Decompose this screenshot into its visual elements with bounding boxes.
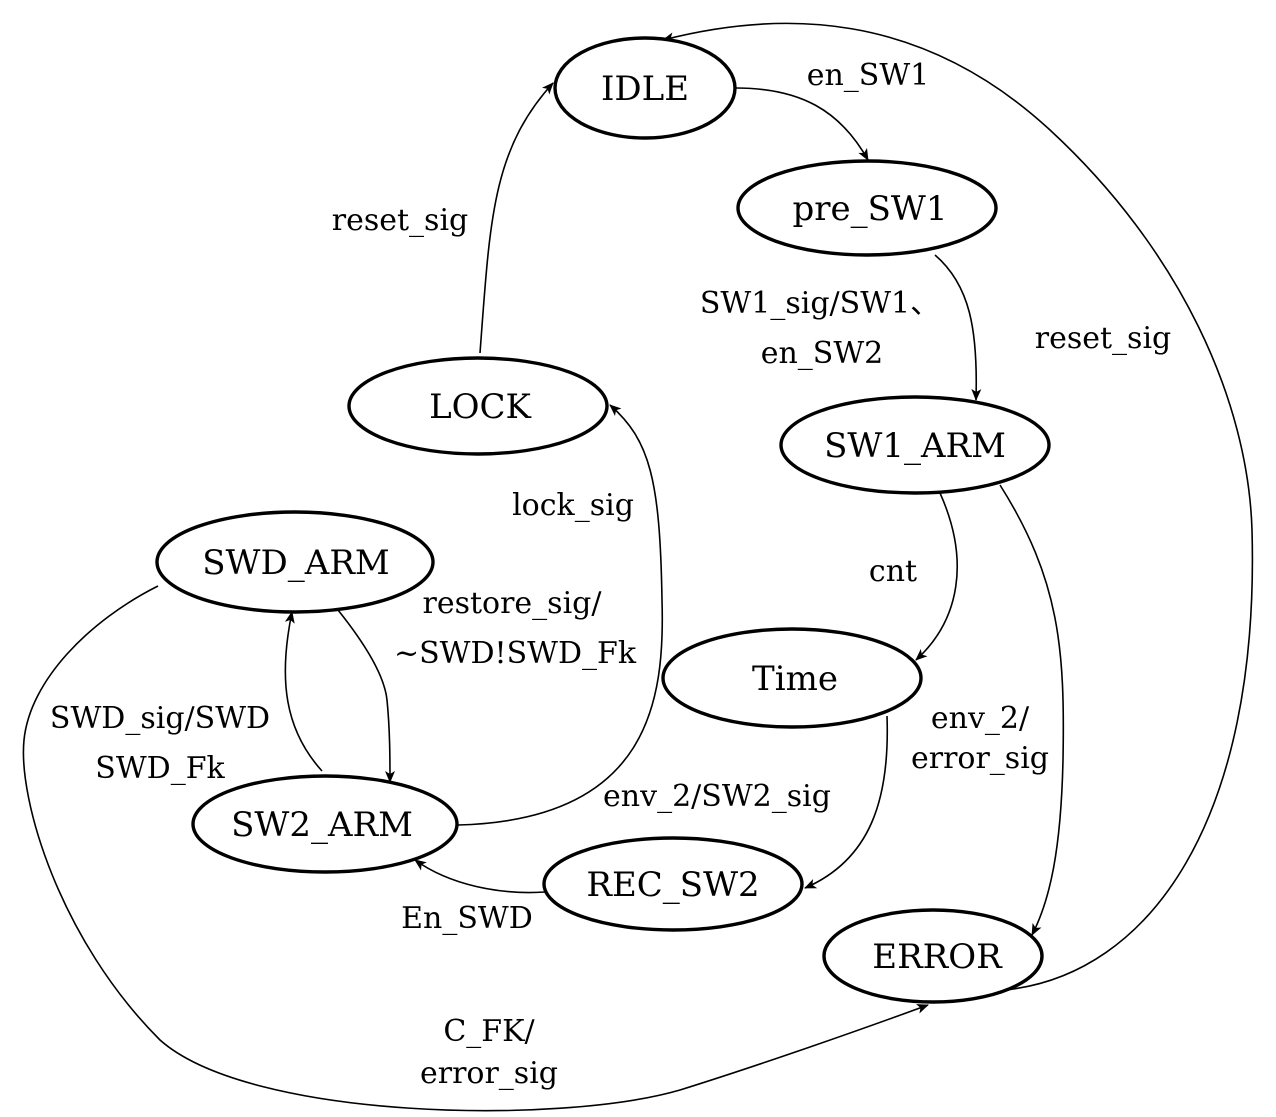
- state-swd-arm: SWD_ARM: [155, 510, 435, 614]
- label-pre-sw1-to-sw1-arm-line2: en_SW2: [761, 336, 884, 371]
- label-swd-arm-to-sw2-arm-line2: ~SWD!SWD_Fk: [394, 636, 637, 671]
- state-rec-sw2: REC_SW2: [542, 836, 804, 932]
- label-time-to-rec-sw2: env_2/SW2_sig: [603, 779, 831, 814]
- state-error-label: ERROR: [872, 937, 1003, 977]
- edge-lock-to-idle: [479, 82, 554, 354]
- state-lock-shape: [347, 356, 609, 456]
- state-time: Time: [661, 627, 923, 729]
- label-rec-sw2-to-sw2-arm: En_SWD: [401, 901, 533, 936]
- state-sw1-arm-label: SW1_ARM: [824, 426, 1006, 466]
- label-sw2-arm-to-swd-arm-line2: SWD_Fk: [95, 751, 225, 786]
- label-swd-arm-to-sw2-arm-line1: restore_sig/: [422, 586, 602, 621]
- label-pre-sw1-to-sw1-arm-line1: SW1_sig/SW1、: [700, 286, 940, 321]
- state-error-shape: [822, 908, 1044, 1004]
- edge-sw2-arm-to-lock: [457, 404, 664, 826]
- edge-pre-sw1-to-sw1-arm: [934, 254, 982, 401]
- state-error: ERROR: [822, 908, 1044, 1004]
- state-swd-arm-shape: [155, 510, 435, 614]
- label-lock-to-idle: reset_sig: [332, 203, 469, 238]
- state-sw1-arm: SW1_ARM: [779, 395, 1051, 495]
- state-sw2-arm: SW2_ARM: [191, 774, 459, 874]
- state-pre-sw1-label: pre_SW1: [792, 189, 947, 229]
- label-sw2-arm-to-lock: lock_sig: [512, 488, 634, 523]
- state-sw1-arm-shape: [779, 395, 1051, 495]
- edge-idle-to-pre-sw1: [735, 87, 869, 161]
- state-pre-sw1: pre_SW1: [736, 159, 998, 257]
- state-sw2-arm-shape: [191, 774, 459, 874]
- edge-rec-sw2-to-sw2-arm: [414, 859, 546, 894]
- state-rec-sw2-label: REC_SW2: [586, 865, 759, 905]
- label-sw1-arm-to-time: cnt: [869, 554, 917, 589]
- label-sw2-arm-to-swd-arm-line1: SWD_sig/SWD: [50, 701, 270, 736]
- edge-swd-arm-to-error: [22, 585, 929, 1112]
- edge-sw1-arm-to-time: [915, 492, 958, 661]
- label-sw1-arm-to-error-line2: error_sig: [911, 741, 1049, 776]
- state-idle-label: IDLE: [601, 69, 689, 109]
- state-pre-sw1-shape: [736, 159, 998, 257]
- edge-error-to-idle: [662, 22, 1254, 991]
- state-lock-label: LOCK: [429, 387, 531, 427]
- label-error-to-idle: reset_sig: [1035, 321, 1172, 356]
- state-idle-shape: [553, 36, 737, 140]
- state-rec-sw2-shape: [542, 836, 804, 932]
- label-swd-arm-to-error-line1: C_FK/: [443, 1014, 535, 1049]
- state-time-label: Time: [752, 659, 838, 699]
- state-sw2-arm-label: SW2_ARM: [231, 805, 413, 845]
- edge-sw2-arm-to-swd-arm: [284, 611, 323, 772]
- edge-time-to-rec-sw2: [804, 715, 889, 889]
- edge-swd-arm-to-sw2-arm: [337, 609, 395, 783]
- state-lock: LOCK: [347, 356, 609, 456]
- label-sw1-arm-to-error-line1: env_2/: [931, 701, 1030, 736]
- state-idle: IDLE: [553, 36, 737, 140]
- label-swd-arm-to-error-line2: error_sig: [420, 1056, 558, 1091]
- state-time-shape: [661, 627, 923, 729]
- label-idle-to-pre-sw1: en_SW1: [807, 58, 930, 93]
- state-swd-arm-label: SWD_ARM: [202, 543, 389, 583]
- edge-sw1-arm-to-error: [999, 484, 1065, 936]
